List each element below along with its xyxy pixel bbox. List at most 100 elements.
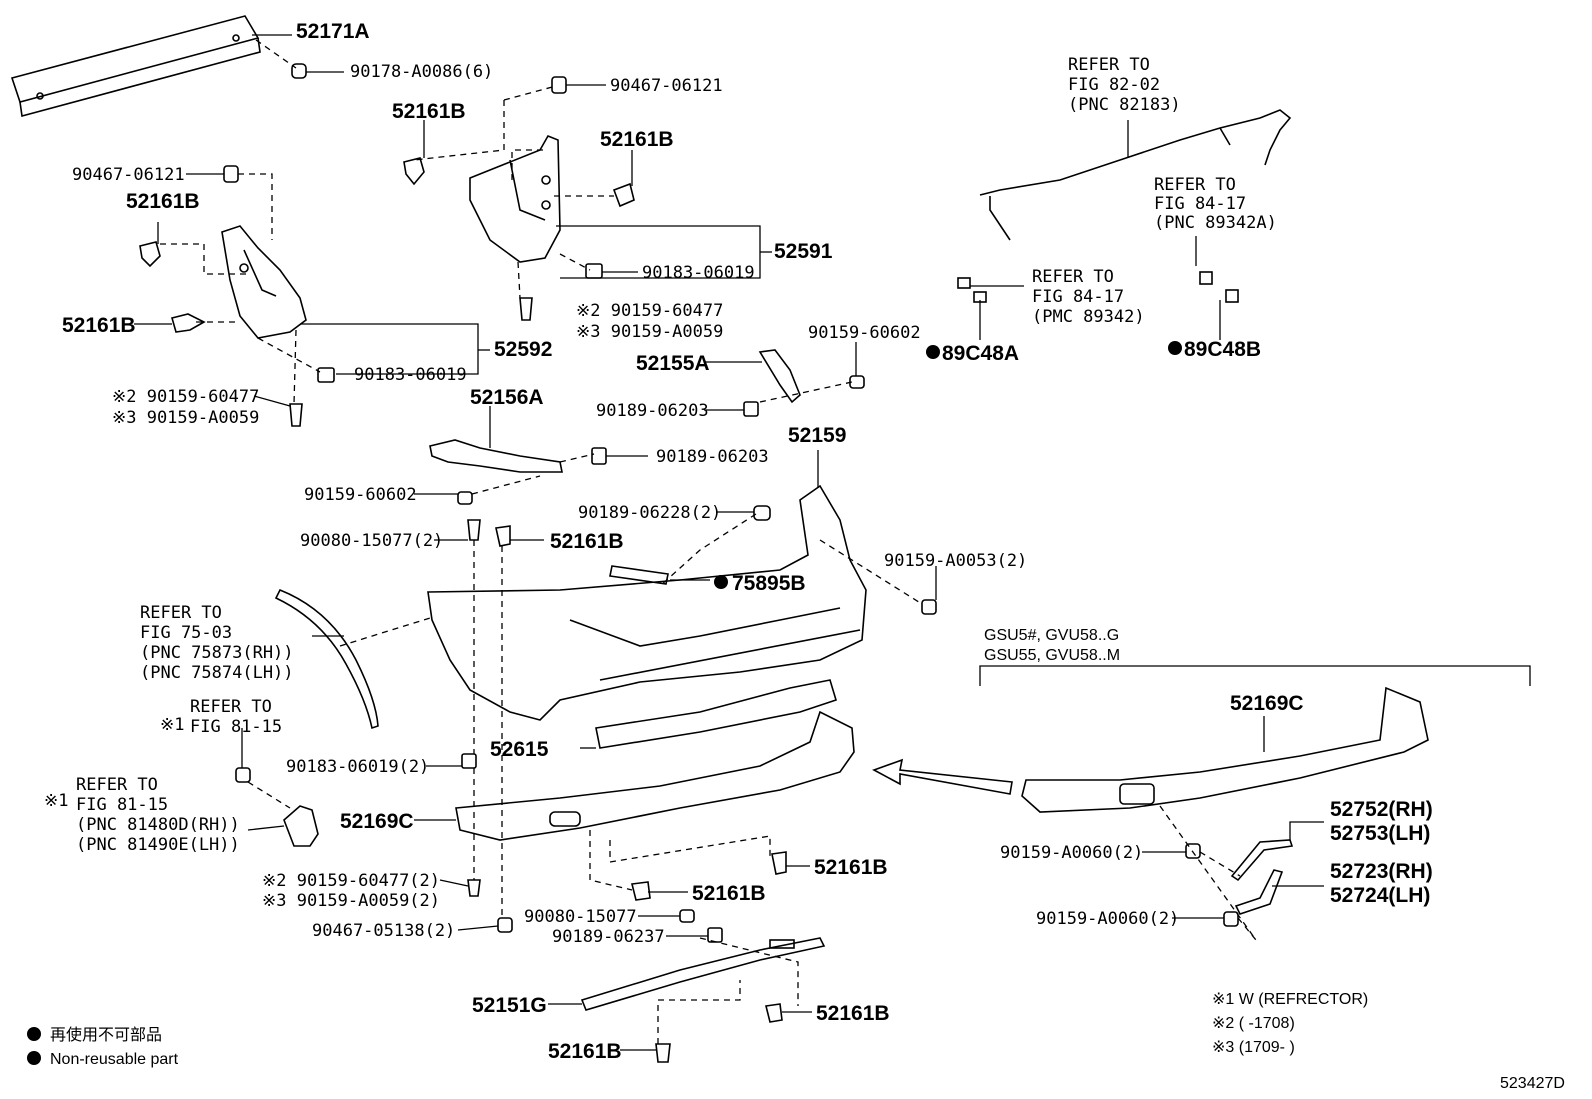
label-90159-A0060-a: 90159-A0060(2)	[1000, 843, 1143, 863]
label-52161B-9: 52161B	[548, 1040, 622, 1063]
label-52723-RH: 52723(RH)	[1330, 860, 1433, 883]
label-89C48A: 89C48A	[942, 342, 1019, 365]
label-52169C-left: 52169C	[340, 810, 414, 833]
label-52161B-1: 52161B	[392, 100, 466, 123]
label-90467-06121-top: 90467-06121	[610, 76, 723, 96]
non-reusable-dot-89C48B	[1168, 341, 1182, 355]
ref-75-03-line3: (PNC 75873(RH))	[140, 643, 294, 663]
ref-75-03-line1: REFER TO	[140, 603, 222, 623]
bolt-90159-A0060-a-drawing	[1185, 843, 1201, 859]
reinforcement-52171A-drawing	[10, 15, 261, 118]
nut-90183-lower-drawing	[461, 753, 477, 769]
ref-81-15b-line3: (PNC 81480D(RH))	[76, 815, 240, 835]
garnish-52723-drawing	[1234, 869, 1284, 915]
bolt-90080-b-drawing	[679, 909, 695, 923]
label-90159-60602-b: 90159-60602	[304, 485, 417, 505]
nut-90467-05138-drawing	[497, 917, 513, 933]
label-90183-06019-right: 90183-06019	[642, 263, 755, 283]
label-52161B-7: 52161B	[692, 882, 766, 905]
clip-52161B-e-drawing	[495, 525, 511, 547]
label-52615: 52615	[490, 738, 549, 761]
bumper-cover-52159-drawing	[427, 484, 867, 721]
ref-81-15b-line1: REFER TO	[76, 775, 158, 795]
clip-90189-b-drawing	[591, 447, 607, 465]
label-90189-06228: 90189-06228(2)	[578, 503, 721, 523]
label-90080-15077: 90080-15077	[524, 907, 637, 927]
clip-52161B-d-drawing	[171, 313, 206, 333]
arch-moulding-drawing	[274, 588, 379, 730]
ref-84-17b-line3: (PMC 89342)	[1032, 307, 1145, 327]
label-52169C-right: 52169C	[1230, 692, 1304, 715]
label-52592: 52592	[494, 338, 552, 361]
bracket-52156A-drawing	[429, 439, 563, 473]
bracket-52155A-drawing	[758, 349, 801, 404]
label-52161B-8: 52161B	[816, 1002, 890, 1025]
label-90159-A0060-b: 90159-A0060(2)	[1036, 909, 1179, 929]
wiring-harness-drawing	[979, 109, 1292, 241]
leader-lines	[134, 34, 1324, 1051]
label-90159-60477-left: ※2 90159-60477	[112, 387, 259, 407]
sensor-clip-89C48B-drawing	[1199, 271, 1239, 303]
clip-90189-06228-drawing	[753, 505, 771, 521]
absorber-52615-drawing	[595, 679, 837, 749]
legend-dot-en	[27, 1051, 41, 1065]
label-90467-06121-left: 90467-06121	[72, 165, 185, 185]
bolt-90159-60602-b-drawing	[457, 491, 473, 505]
bolt-90159-A0060-b-drawing	[1223, 911, 1239, 927]
ref-82-02-line2: FIG 82-02	[1068, 75, 1160, 95]
bolt-90159-left-drawing	[289, 403, 303, 427]
label-90189-06237: 90189-06237	[552, 927, 665, 947]
label-52161B-4: 52161B	[62, 314, 136, 337]
label-90183-06019-left: 90183-06019	[354, 365, 467, 385]
clip-52161B-g-drawing	[631, 881, 651, 901]
legend-english: Non-reusable part	[50, 1051, 179, 1068]
label-90159-60602-a: 90159-60602	[808, 323, 921, 343]
ref-mark-1a: ※1	[160, 715, 184, 735]
label-52161B-3: 52161B	[126, 190, 200, 213]
label-90159-60477-right: ※2 90159-60477	[576, 301, 723, 321]
clip-lamp-drawing	[235, 767, 251, 783]
bolt-90159-60602-a-drawing	[849, 375, 865, 389]
ref-84-17a-line3: (PNC 89342A)	[1154, 213, 1277, 233]
nut-90183-left-drawing	[317, 367, 335, 383]
variant-line2: GSU55, GVU58..M	[984, 647, 1120, 664]
bolt-90080-a-drawing	[467, 519, 481, 541]
sensor-clip-89C48A-drawing	[957, 277, 987, 303]
ref-82-02-line1: REFER TO	[1068, 55, 1150, 75]
label-52151G: 52151G	[472, 994, 547, 1017]
label-52171A: 52171A	[296, 20, 370, 43]
label-52155A: 52155A	[636, 352, 710, 375]
label-52724-LH: 52724(LH)	[1330, 884, 1430, 907]
bracket-52592-drawing	[221, 225, 307, 339]
ref-84-17b-line1: REFER TO	[1032, 267, 1114, 287]
ref-81-15a-line2: FIG 81-15	[190, 717, 282, 737]
clip-52161B-c-drawing	[139, 241, 161, 268]
label-90080-15077-2: 90080-15077(2)	[300, 531, 443, 551]
garnish-52151G-drawing	[580, 937, 826, 1011]
nut-90183-right-drawing	[585, 263, 603, 279]
ref-81-15b-line2: FIG 81-15	[76, 795, 168, 815]
label-90189-06203-a: 90189-06203	[596, 401, 709, 421]
diagram-id: 523427D	[1500, 1075, 1565, 1092]
label-52753-LH: 52753(LH)	[1330, 822, 1430, 845]
variant-arrow	[872, 758, 1013, 795]
label-90159-A0059-2: ※3 90159-A0059(2)	[262, 891, 440, 911]
non-reusable-dot-89C48A	[926, 345, 940, 359]
lower-cover-52169C-right-drawing	[1021, 686, 1429, 813]
nut-90467-top-drawing	[551, 76, 567, 94]
legend-japanese: 再使用不可部品	[50, 1026, 162, 1044]
note-2: ※2 ( -1708)	[1212, 1015, 1295, 1032]
label-90159-A0059-left: ※3 90159-A0059	[112, 408, 259, 428]
ref-75-03-line4: (PNC 75874(LH))	[140, 663, 294, 683]
clip-52161B-a-drawing	[403, 157, 425, 186]
legend-dot-jp	[27, 1027, 41, 1041]
clip-90189-06237-drawing	[707, 927, 723, 943]
label-52161B-6: 52161B	[814, 856, 888, 879]
label-90189-06203-b: 90189-06203	[656, 447, 769, 467]
ref-75-03-line2: FIG 75-03	[140, 623, 232, 643]
lower-cover-52169C-left-drawing	[455, 710, 855, 841]
clip-52161B-i-drawing	[655, 1043, 671, 1063]
assembly-dashed-lines	[160, 39, 1257, 1044]
ref-81-15b-line4: (PNC 81490E(LH))	[76, 835, 240, 855]
